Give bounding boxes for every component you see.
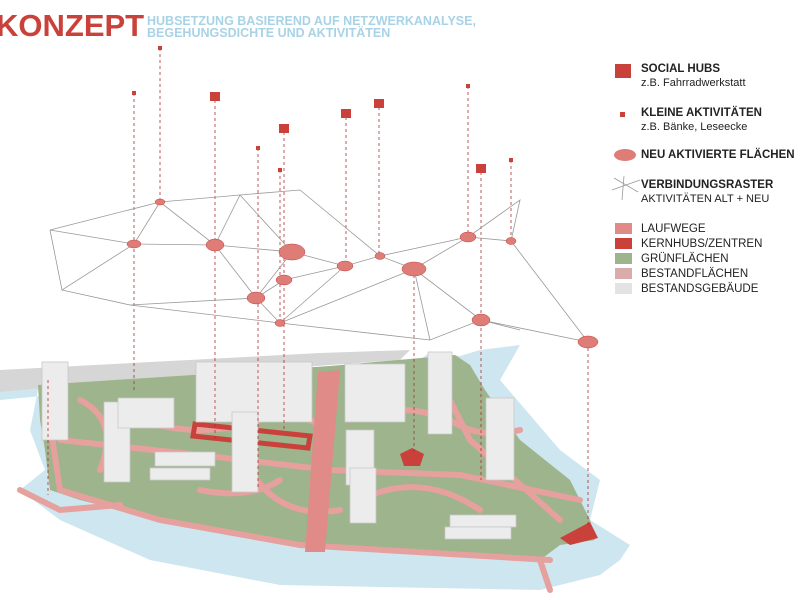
small-activities: [132, 46, 513, 172]
subtitle-line-2: BEGEHUNGSDICHTE UND AKTIVITÄTEN: [147, 26, 391, 40]
activated-area-icon: [614, 149, 636, 161]
existing-buildings: [41, 351, 517, 540]
legend-title: VERBINDUNGSRASTER: [641, 179, 774, 191]
core-hubs: [190, 421, 598, 545]
legend-label: BESTANDSGEBÄUDE: [641, 283, 759, 295]
connection-grid: [49, 189, 589, 343]
legend-title: KLEINE AKTIVITÄTEN: [641, 107, 762, 119]
activated-areas: [126, 198, 599, 349]
legend-title: SOCIAL HUBS: [641, 63, 721, 75]
legend-title: NEU AKTIVIERTE FLÄCHEN: [641, 149, 795, 161]
legend-label: KERNHUBS/ZENTREN: [641, 238, 763, 250]
social-hub-icon: [615, 64, 631, 78]
legend-sub: AKTIVITÄTEN ALT + NEU: [641, 193, 770, 205]
subtitle-line-1: HUBSETZUNG BASIEREND AUF NETZWERKANALYSE…: [147, 14, 476, 28]
page-title: KONZEPT: [0, 8, 145, 43]
legend-sub: z.B. Fahrradwerkstatt: [641, 77, 746, 89]
legend-label: LAUFWEGE: [641, 223, 706, 235]
pin-lines: [47, 48, 589, 525]
social-hubs: [210, 92, 486, 173]
small-activity-icon: [620, 112, 625, 117]
main-axis-path: [305, 370, 340, 552]
legend-label: BESTANDFLÄCHEN: [641, 268, 749, 280]
legend-label: GRÜNFLÄCHEN: [641, 253, 729, 265]
page-subtitle: HUBSETZUNG BASIEREND AUF NETZWERKANALYSE…: [147, 14, 476, 40]
network-lines-icon: [611, 175, 641, 201]
legend-sub: z.B. Bänke, Leseecke: [641, 121, 748, 133]
